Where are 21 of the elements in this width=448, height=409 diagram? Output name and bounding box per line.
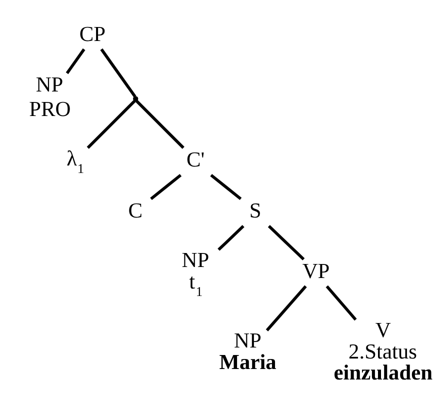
node-text: CP: [79, 22, 106, 46]
node-point: [133, 96, 138, 102]
node-text: C: [128, 198, 143, 223]
node-text: NP Maria: [219, 328, 276, 374]
connector: [268, 225, 305, 260]
connector: [100, 48, 136, 98]
connector: [218, 225, 244, 251]
node-text: VP: [302, 258, 330, 283]
node-text: V 2.Status einzuladen: [334, 318, 433, 385]
node-text: NP PRO: [29, 72, 71, 121]
node-text: C': [186, 148, 205, 172]
connector: [210, 174, 242, 200]
connector: [326, 285, 357, 321]
connector: [86, 100, 136, 149]
connector: [135, 100, 184, 149]
node-text: S: [249, 198, 262, 223]
connector: [150, 174, 182, 200]
connector: [66, 48, 86, 74]
node-text: λ$_{1}$: [66, 146, 84, 176]
connector: [266, 285, 307, 332]
node-text: NP t$_{1}$: [182, 248, 210, 300]
